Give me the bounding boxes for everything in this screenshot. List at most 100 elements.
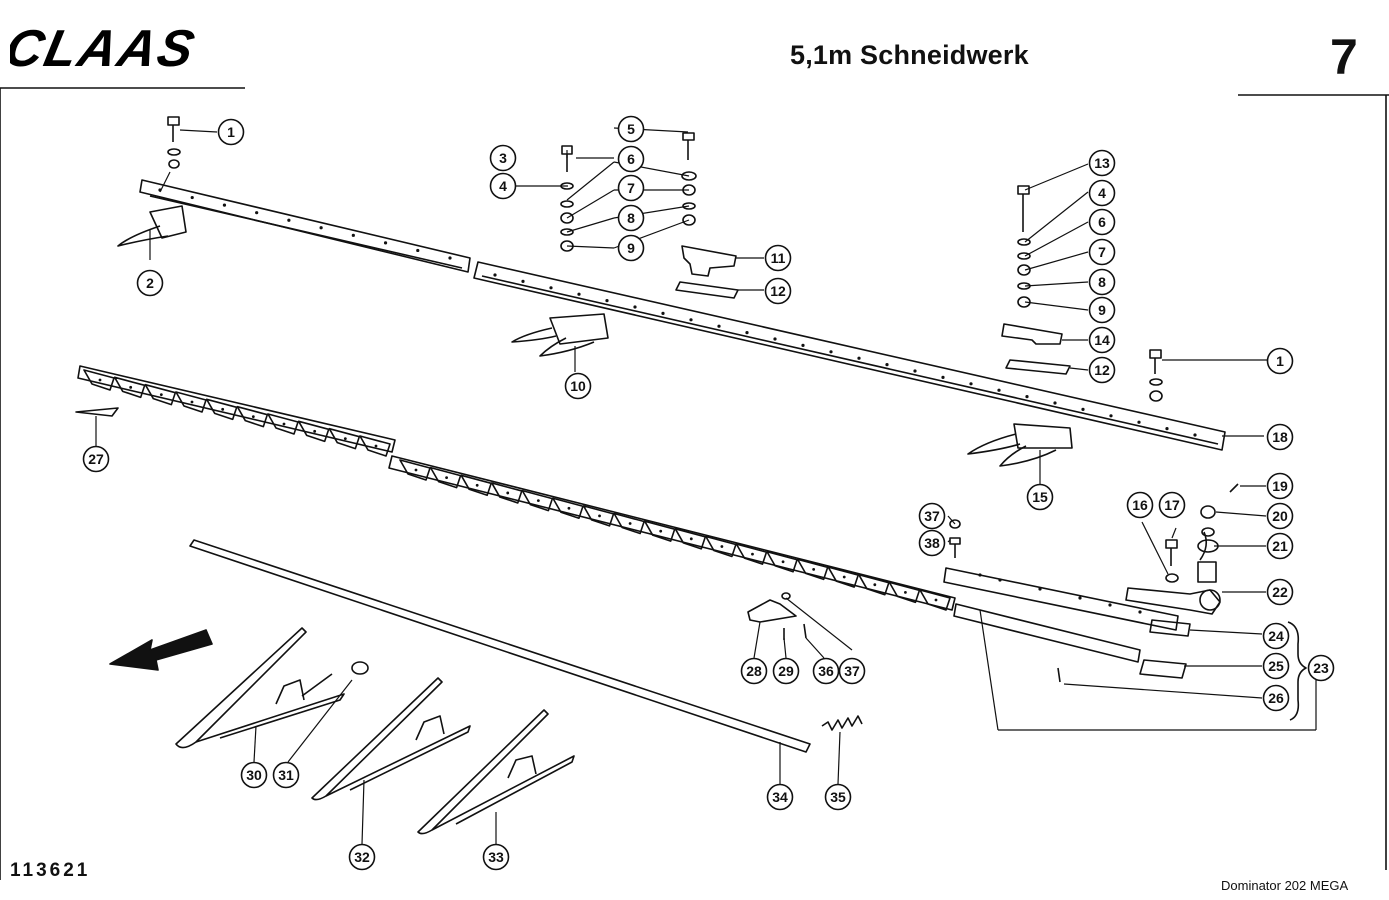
callout-label: 9 bbox=[1098, 302, 1106, 318]
callout-20: 20 bbox=[1266, 502, 1294, 530]
callout-label: 14 bbox=[1094, 332, 1110, 348]
callout-label: 1 bbox=[227, 124, 235, 140]
callout-label: 6 bbox=[627, 151, 635, 167]
callout-1-2: 1 bbox=[1266, 347, 1294, 375]
callout-6: 6 bbox=[617, 145, 645, 173]
guard-finger-30 bbox=[175, 627, 345, 749]
callout-29: 29 bbox=[772, 657, 800, 685]
callout-36: 36 bbox=[812, 657, 840, 685]
callout-4: 4 bbox=[489, 172, 517, 200]
bolt-37-38 bbox=[949, 519, 961, 558]
callout-8: 8 bbox=[617, 204, 645, 232]
callout-label: 19 bbox=[1272, 478, 1288, 494]
tension-spring-35 bbox=[821, 715, 863, 731]
callout-2: 2 bbox=[136, 269, 164, 297]
callout-label: 26 bbox=[1268, 690, 1284, 706]
shim-12-left bbox=[675, 281, 739, 299]
callout-32: 32 bbox=[348, 843, 376, 871]
callout-label: 2 bbox=[146, 275, 154, 291]
callout-label: 33 bbox=[488, 849, 504, 865]
shim-12-right bbox=[1005, 359, 1071, 375]
callout-label: 34 bbox=[772, 789, 788, 805]
callout-14: 14 bbox=[1088, 326, 1116, 354]
callout-label: 13 bbox=[1094, 155, 1110, 171]
callout-label: 10 bbox=[570, 378, 586, 394]
callout-16: 16 bbox=[1126, 491, 1154, 519]
callout-label: 38 bbox=[924, 535, 940, 551]
knife-section-right bbox=[388, 455, 956, 611]
callout-label: 8 bbox=[1098, 274, 1106, 290]
guard-finger-32 bbox=[311, 677, 471, 801]
bolt-13-stack bbox=[1017, 185, 1031, 308]
knife-teeth bbox=[83, 369, 951, 611]
callout-8-2: 8 bbox=[1088, 268, 1116, 296]
machine-model: Dominator 202 MEGA bbox=[1221, 878, 1349, 893]
guard-bar-upper bbox=[139, 179, 1226, 451]
callout-label: 16 bbox=[1132, 497, 1148, 513]
callout-37-2: 37 bbox=[838, 657, 866, 685]
guard-finger-2 bbox=[117, 205, 187, 247]
callout-12-2: 12 bbox=[1088, 356, 1116, 384]
callout-30: 30 bbox=[240, 761, 268, 789]
bracket-23 bbox=[1199, 531, 1307, 721]
callout-label: 32 bbox=[354, 849, 370, 865]
page-title: 5,1m Schneidwerk bbox=[790, 40, 1029, 70]
callout-label: 11 bbox=[771, 250, 786, 266]
callout-label: 12 bbox=[770, 283, 786, 299]
callout-label: 17 bbox=[1164, 497, 1180, 513]
callout-4-2: 4 bbox=[1088, 179, 1116, 207]
callout-5: 5 bbox=[617, 115, 645, 143]
callout-9: 9 bbox=[617, 234, 645, 262]
callout-38: 38 bbox=[918, 529, 946, 557]
callout-label: 36 bbox=[818, 663, 834, 679]
callout-label: 5 bbox=[627, 121, 635, 137]
callout-13: 13 bbox=[1088, 149, 1116, 177]
callout-11: 11 bbox=[764, 244, 792, 272]
clamp-plate-14 bbox=[1001, 323, 1063, 345]
callout-3: 3 bbox=[489, 144, 517, 172]
direction-arrow bbox=[109, 629, 213, 671]
callout-34: 34 bbox=[766, 783, 794, 811]
callout-31: 31 bbox=[272, 761, 300, 789]
callout-21: 21 bbox=[1266, 532, 1294, 560]
callout-label: 9 bbox=[627, 240, 635, 256]
knife-head-assembly bbox=[943, 483, 1239, 679]
callout-label: 1 bbox=[1276, 353, 1284, 369]
callout-15: 15 bbox=[1026, 483, 1054, 511]
knife-section-left bbox=[77, 365, 396, 453]
callout-17: 17 bbox=[1158, 491, 1186, 519]
callout-label: 28 bbox=[746, 663, 762, 679]
callout-label: 29 bbox=[778, 663, 794, 679]
callout-35: 35 bbox=[824, 783, 852, 811]
callout-label: 25 bbox=[1268, 658, 1284, 674]
callout-9-2: 9 bbox=[1088, 296, 1116, 324]
callout-22: 22 bbox=[1266, 578, 1294, 606]
callout-label: 22 bbox=[1272, 584, 1288, 600]
callout-1: 1 bbox=[217, 118, 245, 146]
callout-label: 3 bbox=[499, 150, 507, 166]
callout-33: 33 bbox=[482, 843, 510, 871]
callout-label: 7 bbox=[627, 180, 635, 196]
callout-18: 18 bbox=[1266, 423, 1294, 451]
callout-7-2: 7 bbox=[1088, 238, 1116, 266]
document-number: 113621 bbox=[10, 860, 91, 881]
callout-label: 21 bbox=[1272, 538, 1288, 554]
guard-finger-33 bbox=[417, 709, 575, 835]
callout-37: 37 bbox=[918, 502, 946, 530]
bolt-1-right bbox=[1149, 349, 1163, 402]
callout-10: 10 bbox=[564, 372, 592, 400]
guard-bar-holes bbox=[158, 188, 1197, 614]
callout-23: 23 bbox=[1307, 654, 1335, 682]
callout-label: 30 bbox=[246, 767, 262, 783]
callout-12: 12 bbox=[764, 277, 792, 305]
leader-lines bbox=[95, 127, 1317, 845]
callout-19: 19 bbox=[1266, 472, 1294, 500]
guard-finger-10 bbox=[511, 313, 609, 357]
bolt-1-top bbox=[167, 116, 181, 169]
callout-25: 25 bbox=[1262, 652, 1290, 680]
nut-31 bbox=[351, 661, 369, 675]
callout-label: 12 bbox=[1094, 362, 1110, 378]
